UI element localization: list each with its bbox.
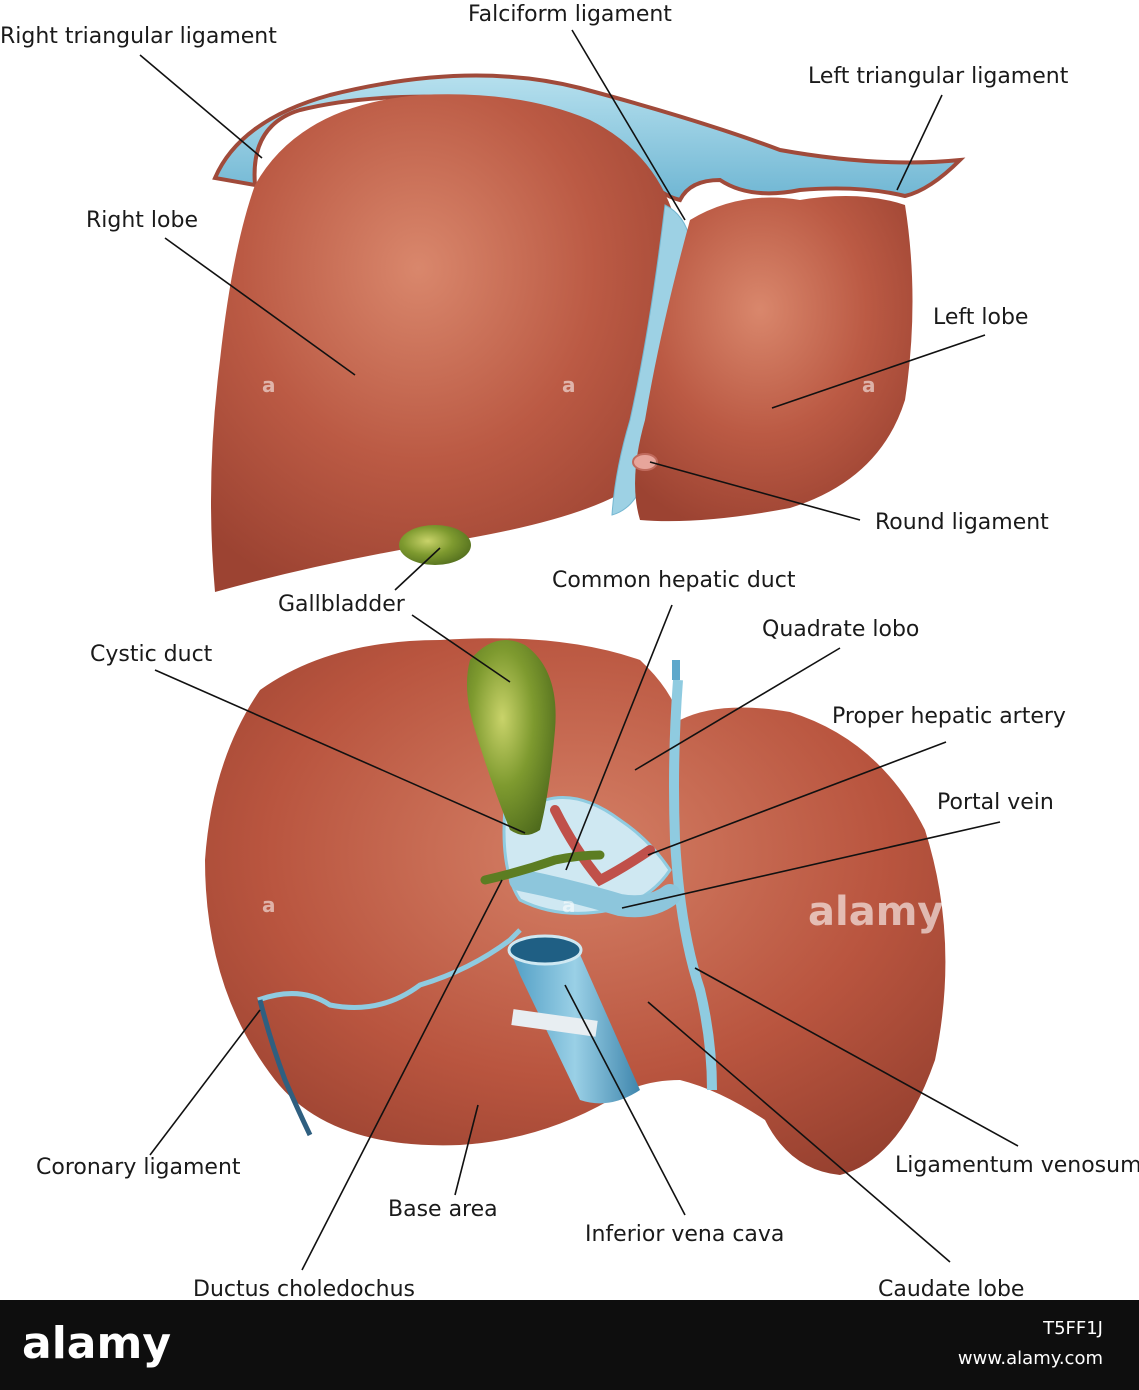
label-cystic-duct: Cystic duct [90, 642, 213, 667]
hepatic-artery-shape [550, 805, 655, 887]
footer-image-id: T5FF1J [1043, 1318, 1103, 1339]
label-round-ligament: Round ligament [875, 510, 1049, 535]
label-left-triangular-ligament: Left triangular ligament [808, 64, 1069, 89]
ligamentum-venosum-line [669, 679, 717, 1091]
label-coronary-ligament: Coronary ligament [36, 1155, 241, 1180]
label-left-lobe: Left lobe [933, 305, 1029, 330]
label-right-lobe: Right lobe [86, 208, 198, 233]
label-gallbladder: Gallbladder [278, 592, 405, 617]
leader-lines [139, 29, 1019, 1271]
footer-logo: alamy [22, 1318, 171, 1369]
label-caudate-lobe: Caudate lobe [878, 1277, 1025, 1302]
label-ligamentum-venosum: Ligamentum venosum [895, 1153, 1139, 1178]
stock-footer-bar: alamy T5FF1J www.alamy.com [0, 1300, 1139, 1390]
footer-url: www.alamy.com [957, 1348, 1103, 1369]
left-lobe-shape [635, 196, 913, 522]
label-base-area: Base area [388, 1197, 498, 1222]
liver-illustration: a a a a a alamy [139, 29, 1019, 1271]
label-common-hepatic-duct: Common hepatic duct [552, 568, 796, 593]
label-ductus-choledochus: Ductus choledochus [193, 1277, 416, 1302]
label-falciform-ligament: Falciform ligament [468, 2, 672, 27]
gallbladder-tip-shape [399, 525, 471, 565]
label-proper-hepatic-artery: Proper hepatic artery [832, 704, 1066, 729]
duct-shape [480, 850, 605, 885]
svg-text:a: a [562, 373, 576, 397]
gallbladder-shape [466, 640, 556, 835]
label-right-triangular-ligament: Right triangular ligament [0, 24, 277, 49]
svg-text:a: a [262, 373, 276, 397]
coronary-ligament-line [257, 928, 522, 1010]
label-portal-vein: Portal vein [937, 790, 1054, 815]
portal-vein-shape [509, 869, 681, 918]
watermark-text: alamy [808, 889, 943, 935]
svg-text:a: a [562, 893, 576, 917]
svg-text:a: a [862, 373, 876, 397]
right-lobe-shape [211, 94, 672, 593]
round-ligament-shape [632, 453, 658, 471]
label-quadrate-lobo: Quadrate lobo [762, 617, 920, 642]
ivc-opening [507, 934, 583, 966]
svg-text:a: a [262, 893, 276, 917]
liver-anatomy-diagram: a a a a a alamy [0, 2, 1139, 1302]
label-inferior-vena-cava: Inferior vena cava [585, 1222, 785, 1247]
